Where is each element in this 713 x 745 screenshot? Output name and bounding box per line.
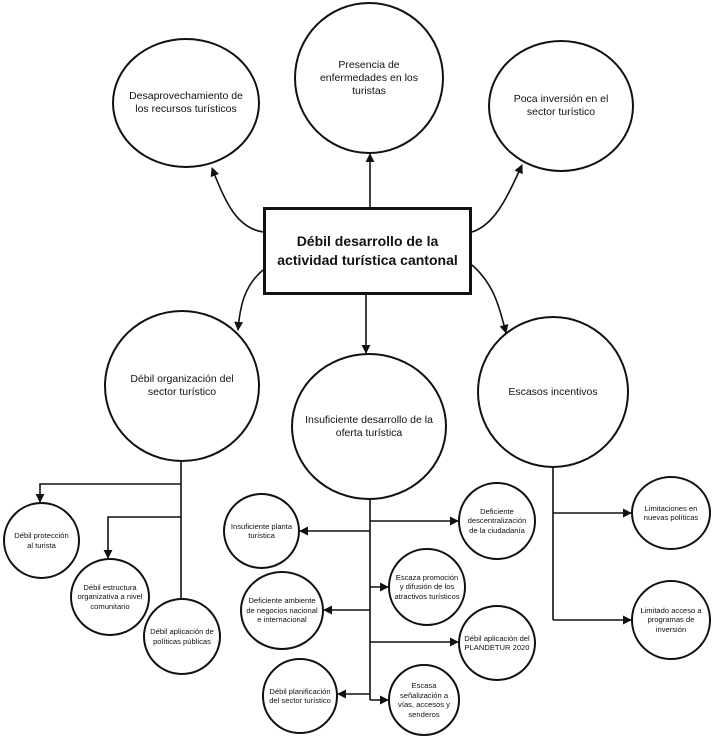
subcause-label-descentralizacion: Deficiente descentralización de la ciuda… bbox=[467, 506, 527, 535]
subcause-node-senalizacion: Escasa señalización a vías, accesos y se… bbox=[388, 664, 460, 736]
subcause-node-estructura: Débil estructura organizativa a nivel co… bbox=[70, 558, 150, 636]
subcause-node-ambiente: Deficiente ambiente de negocios nacional… bbox=[240, 571, 324, 650]
arrow-to-estructura bbox=[103, 516, 181, 559]
subcause-node-acceso: Limitado acceso a programas de inversión bbox=[631, 580, 711, 660]
effect-label-enfermedades: Presencia de enfermedades en los turista… bbox=[319, 58, 419, 97]
subcause-node-limitaciones: Limitaciones en nuevas políticas bbox=[631, 476, 711, 550]
subcause-node-promocion: Escaza promoción y difusión de los atrac… bbox=[388, 548, 466, 626]
central-problem-box: Débil desarrollo de la actividad turísti… bbox=[263, 207, 472, 295]
effect-node-enfermedades: Presencia de enfermedades en los turista… bbox=[294, 2, 444, 154]
subcause-label-plandetur: Débil aplicación del PLANDETUR 2020 bbox=[464, 633, 530, 653]
subcause-node-planificacion: Débil planificación del sector turístico bbox=[262, 658, 338, 734]
effect-node-inversion: Poca inversión en el sector turístico bbox=[488, 40, 634, 172]
effect-label-desaprovechamiento: Desaprovechamiento de los recursos turís… bbox=[129, 90, 243, 115]
cause-label-incentivos: Escasos incentivos bbox=[508, 385, 598, 398]
subcause-label-estructura: Débil estructura organizativa a nivel co… bbox=[77, 582, 143, 611]
effect-node-desaprovechamiento: Desaprovechamiento de los recursos turís… bbox=[112, 38, 260, 168]
subcause-label-planta: Insuficiente planta turística bbox=[230, 521, 293, 541]
subcause-node-proteccion: Débil protección al turista bbox=[3, 502, 80, 579]
cause-label-oferta: Insuficiente desarrollo de la oferta tur… bbox=[305, 413, 433, 439]
subcause-node-descentralizacion: Deficiente descentralización de la ciuda… bbox=[458, 482, 536, 560]
subcause-label-promocion: Escaza promoción y difusión de los atrac… bbox=[394, 572, 460, 601]
subcause-label-acceso: Limitado acceso a programas de inversión bbox=[640, 605, 702, 634]
arrow-to-proteccion bbox=[35, 483, 181, 503]
cause-node-incentivos: Escasos incentivos bbox=[477, 316, 629, 468]
arrow-to-cause-left bbox=[234, 269, 264, 331]
subcause-label-senalizacion: Escasa señalización a vías, accesos y se… bbox=[398, 681, 450, 719]
central-problem-label: Débil desarrollo de la actividad turísti… bbox=[277, 233, 458, 268]
cause-label-organizacion: Débil organización del sector turístico bbox=[130, 373, 234, 398]
effect-label-inversion: Poca inversión en el sector turístico bbox=[513, 93, 609, 118]
subcause-label-politicas: Débil aplicación de políticas públicas bbox=[150, 627, 214, 646]
subcause-label-ambiente: Deficiente ambiente de negocios nacional… bbox=[246, 596, 318, 625]
arrow-to-cause-right bbox=[471, 264, 509, 334]
arrow-to-effect-right bbox=[471, 164, 523, 233]
cause-node-organizacion: Débil organización del sector turístico bbox=[104, 310, 260, 462]
subcause-label-proteccion: Débil protección al turista bbox=[14, 531, 69, 550]
cause-node-oferta: Insuficiente desarrollo de la oferta tur… bbox=[291, 353, 447, 500]
subcause-label-planificacion: Débil planificación del sector turístico bbox=[269, 686, 331, 706]
arrow-to-effect-left bbox=[210, 167, 264, 233]
subcause-node-planta: Insuficiente planta turística bbox=[223, 493, 300, 569]
subcause-node-plandetur: Débil aplicación del PLANDETUR 2020 bbox=[458, 605, 536, 681]
subcause-label-limitaciones: Limitaciones en nuevas políticas bbox=[643, 503, 699, 523]
subcause-node-politicas: Débil aplicación de políticas públicas bbox=[143, 598, 221, 675]
